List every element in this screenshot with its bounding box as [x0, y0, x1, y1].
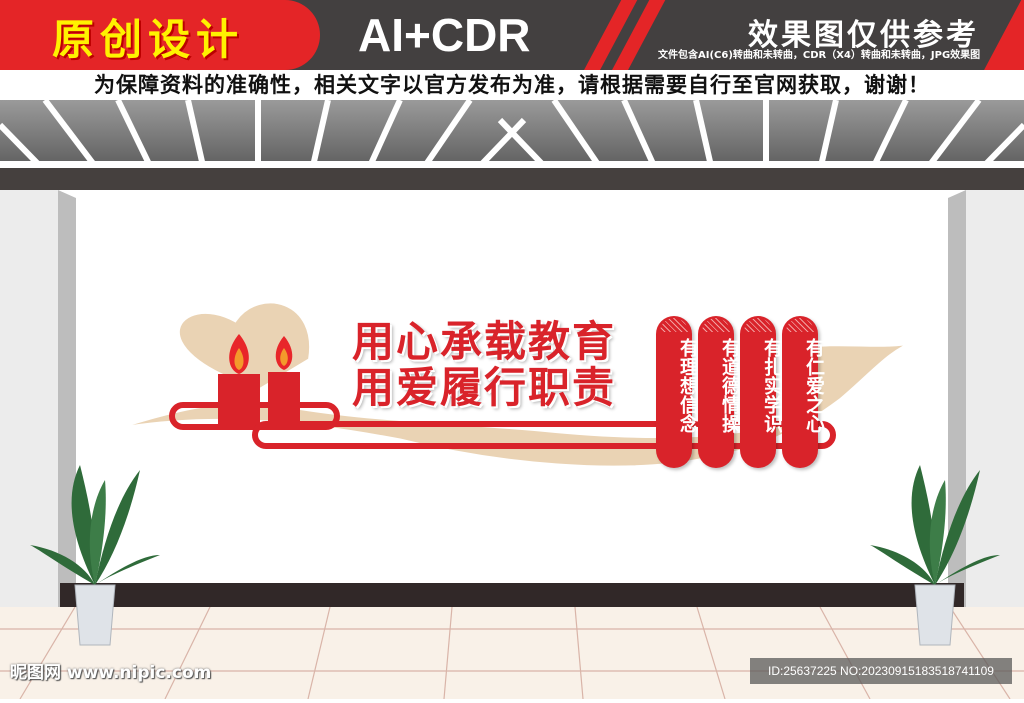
wall-right: [966, 190, 1024, 610]
pillar-text: 有道德情操: [719, 338, 741, 433]
id-watermark: ID:25637225 NO:20230915183518741109: [750, 658, 1012, 684]
pillar-panel: 有理想信念: [656, 316, 699, 468]
ceiling-beam: [0, 168, 1024, 190]
disclaimer-text: 为保障资料的准确性，相关文字以官方发布为准，请根据需要自行至官网获取，谢谢！: [0, 70, 1024, 100]
potted-plant-left: [30, 465, 160, 646]
lattice-pattern: [660, 318, 688, 332]
brand-label: 原创设计: [52, 15, 245, 64]
pillar-panel: 有扎实学识: [740, 316, 783, 468]
slogan-line-1: 用心承载教育: [352, 317, 617, 366]
wall-left-side: [58, 190, 76, 610]
pillar-panel: 有仁爱之心: [782, 316, 825, 468]
decor-stripe-right: [973, 0, 1024, 70]
ceiling: [0, 100, 1024, 166]
lattice-pattern: [786, 318, 814, 332]
frame-long: [252, 421, 836, 449]
slogan-line-2: 用爱履行职责: [352, 363, 617, 412]
header-banner: 原创设计 AI+CDR 效果图仅供参考 文件包含AI(C6)转曲和未转曲，CDR…: [0, 0, 1024, 70]
pillar-panel: 有道德情操: [698, 316, 741, 468]
wall-left: [0, 190, 58, 610]
format-label: AI+CDR: [358, 9, 531, 61]
candles-icon: [218, 334, 300, 424]
preview-note: 效果图仅供参考: [748, 18, 979, 53]
site-watermark: 昵图网 www.nipic.com: [10, 663, 212, 683]
pillar-text: 有仁爱之心: [803, 338, 825, 433]
ceiling-beams: [0, 100, 1024, 166]
potted-plant-right: [870, 465, 1000, 646]
lattice-pattern: [702, 318, 730, 332]
baseboard: [60, 583, 964, 607]
file-info: 文件包含AI(C6)转曲和未转曲，CDR（X4）转曲和未转曲，JPG效果图: [658, 50, 981, 61]
pillar-text: 有理想信念: [677, 338, 699, 433]
pillar-text: 有扎实学识: [761, 338, 783, 433]
banner-red-block: [0, 0, 320, 70]
lattice-pattern: [744, 318, 772, 332]
